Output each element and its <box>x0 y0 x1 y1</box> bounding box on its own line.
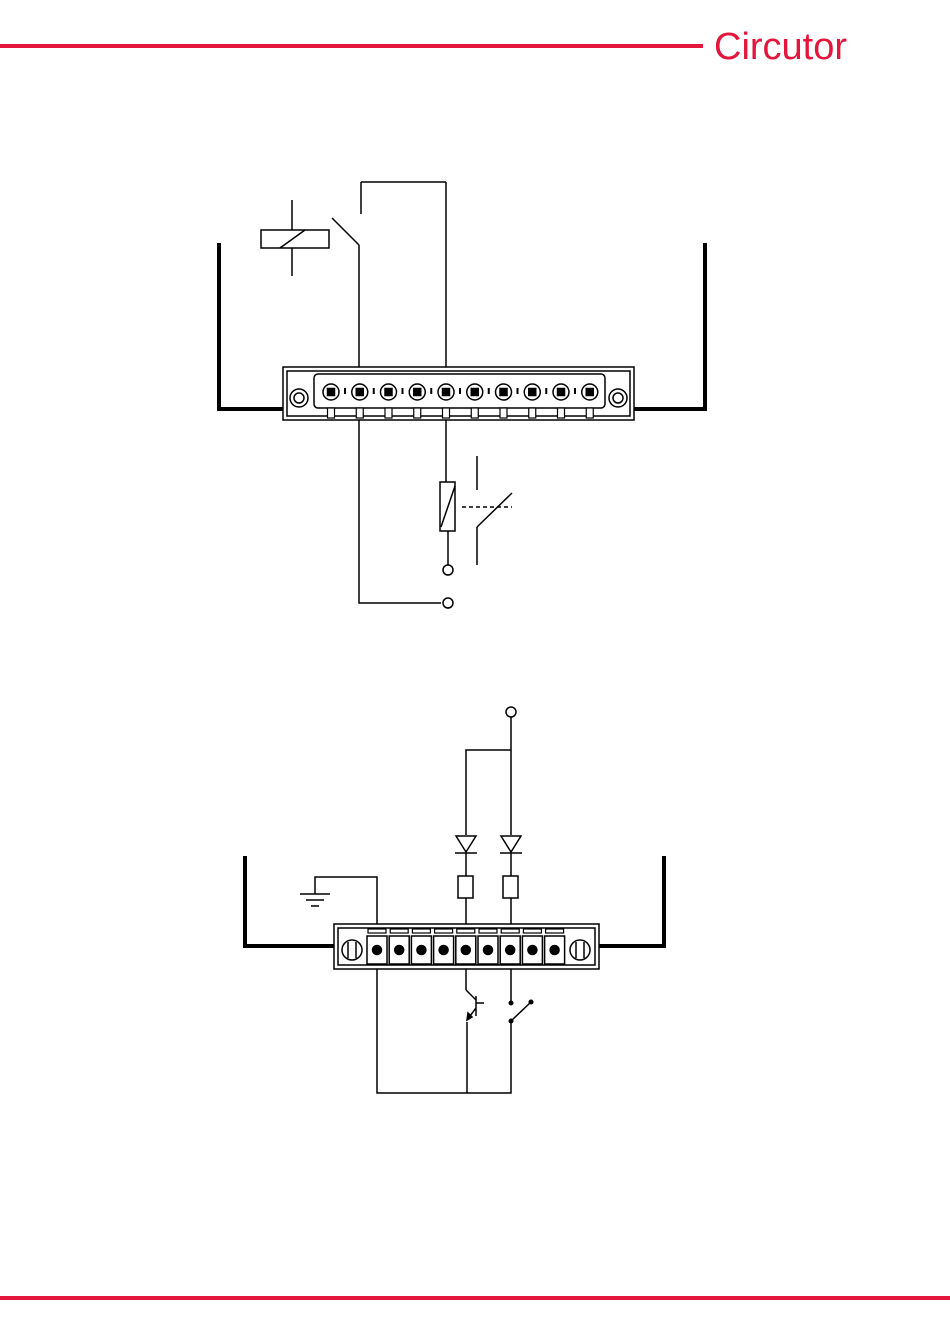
fuse <box>440 482 455 565</box>
switch-2 <box>509 969 533 1023</box>
switch-1 <box>462 456 512 565</box>
diode-1 <box>455 836 477 876</box>
wire-2-bottom-loop <box>377 969 511 1093</box>
relay-coil <box>261 200 329 276</box>
supply-terminal <box>506 707 516 717</box>
header: Circutor <box>0 26 847 68</box>
diagram-1 <box>219 182 705 608</box>
mount-wire-left-2 <box>245 856 334 946</box>
output-terminal-1b <box>443 565 453 575</box>
brand-logo: Circutor <box>714 26 847 68</box>
transistor <box>466 969 484 1020</box>
diagram-2 <box>245 707 664 1093</box>
relay-contact <box>332 182 446 370</box>
diode-2 <box>500 836 522 876</box>
footer-rule <box>0 1296 950 1300</box>
output-terminal-1a <box>443 598 453 608</box>
header-rule <box>0 44 703 48</box>
wire-1-left-down <box>359 420 441 603</box>
terminal-connector-1 <box>283 367 634 420</box>
resistor-2 <box>503 876 518 928</box>
ground-symbol <box>300 877 377 928</box>
resistor-1 <box>458 876 473 928</box>
terminal-connector-2 <box>334 924 599 969</box>
mount-wire-right-2 <box>598 856 664 946</box>
mount-wire-left <box>219 243 285 409</box>
mount-wire-right <box>633 243 705 409</box>
